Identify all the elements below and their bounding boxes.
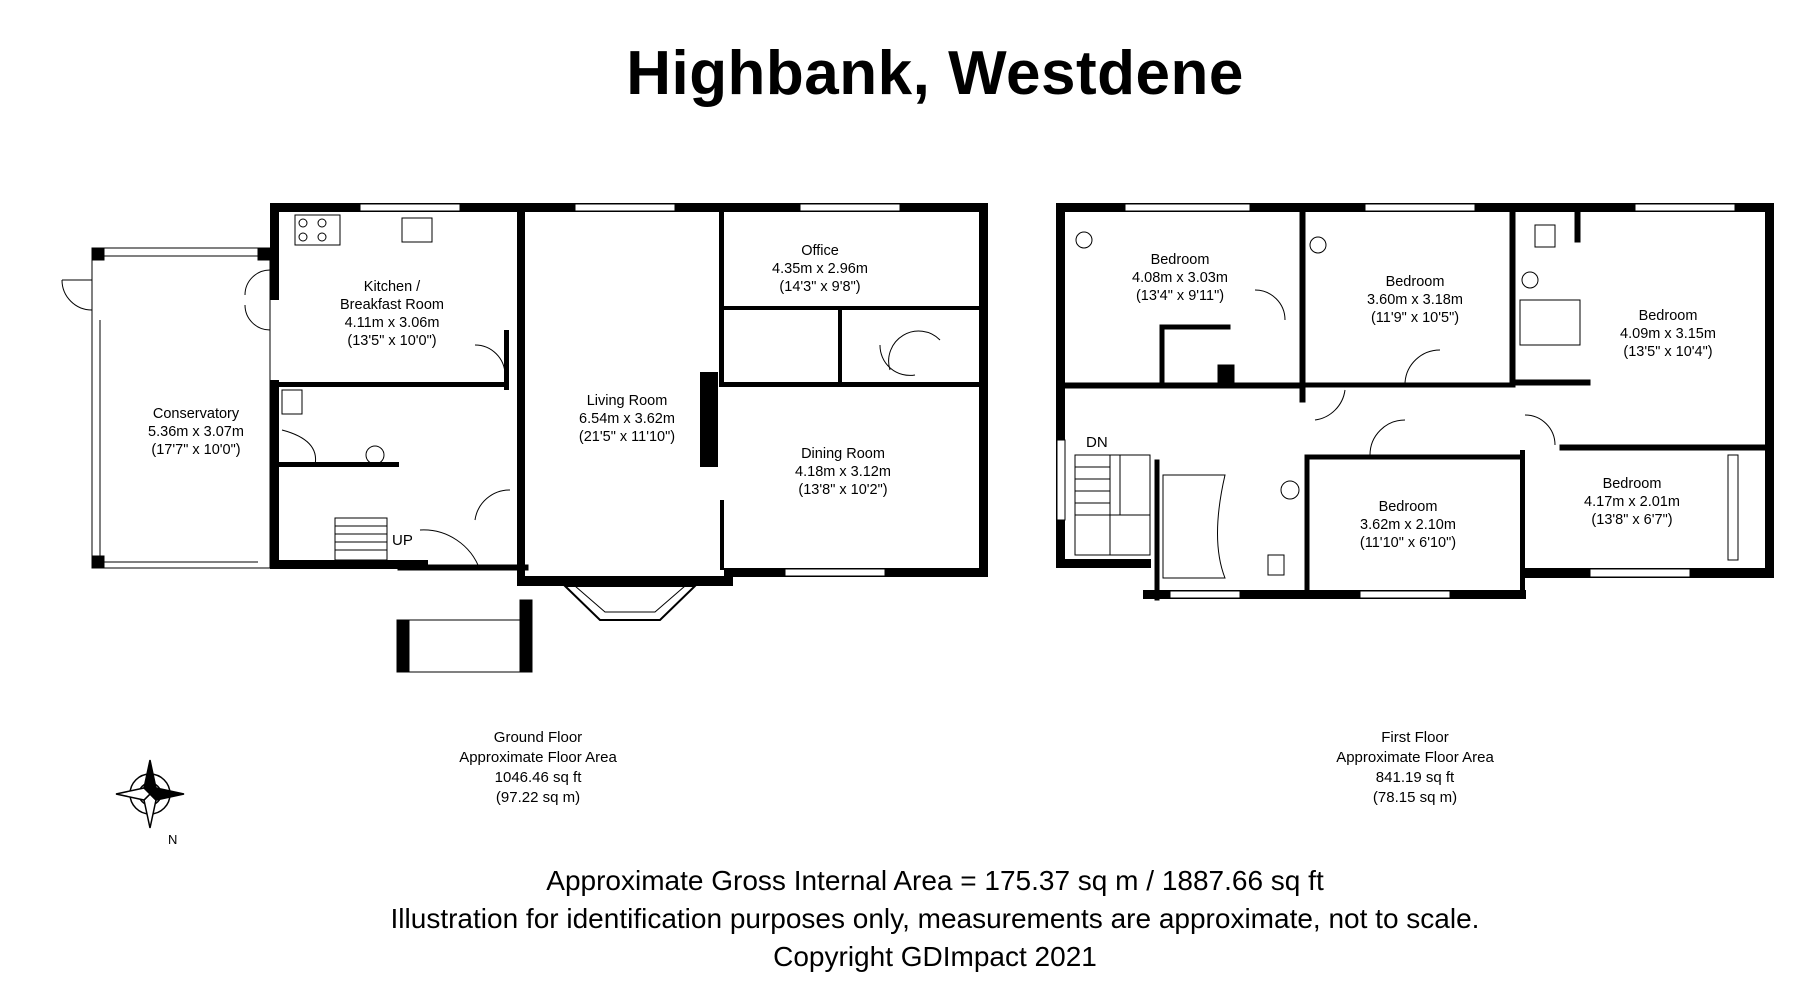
room-name: Bedroom [1602, 476, 1662, 492]
copyright-text: Copyright GDImpact 2021 [773, 941, 1097, 972]
stairs-down-label: DN [1086, 434, 1108, 451]
room-metric: 4.08m x 3.03m [1132, 270, 1228, 286]
room-name: Conservatory [152, 406, 240, 422]
area-sqft: 1046.46 sq ft [494, 769, 582, 786]
area-label: Approximate Floor Area [459, 749, 617, 766]
area-sqm: (97.22 sq m) [495, 789, 581, 806]
first-floor-plan [1056, 203, 1774, 601]
room-label-bedroom-4: Bedroom 3.62m x 2.10m (11'10" x 6'10") [1360, 498, 1456, 552]
room-label-bedroom-1: Bedroom 4.08m x 3.03m (13'4" x 9'11") [1132, 251, 1228, 305]
compass-north-label: N [168, 832, 178, 847]
room-metric: 6.54m x 3.62m [579, 411, 675, 427]
footer: Approximate Gross Internal Area = 175.37… [0, 862, 1816, 976]
room-name: Bedroom [1638, 308, 1698, 324]
room-name: Bedroom [1385, 274, 1445, 290]
room-label-dining: Dining Room 4.18m x 3.12m (13'8" x 10'2"… [795, 445, 891, 499]
room-name: Dining Room [801, 446, 885, 462]
room-name: Kitchen / [363, 279, 421, 295]
room-label-kitchen: Kitchen / Breakfast Room 4.11m x 3.06m (… [340, 278, 444, 350]
stairs-up-label: UP [392, 532, 413, 549]
room-imperial: (17'7" x 10'0") [151, 442, 241, 458]
room-label-bedroom-2: Bedroom 3.60m x 3.18m (11'9" x 10'5") [1367, 273, 1463, 327]
room-metric: 4.18m x 3.12m [795, 464, 891, 480]
room-imperial: (13'8" x 6'7") [1591, 512, 1673, 528]
room-name: Bedroom [1378, 499, 1438, 515]
floor-name: First Floor [1381, 729, 1449, 746]
room-label-living: Living Room 6.54m x 3.62m (21'5" x 11'10… [579, 392, 675, 446]
room-label-office: Office 4.35m x 2.96m (14'3" x 9'8") [772, 242, 868, 296]
room-metric: 3.62m x 2.10m [1360, 517, 1456, 533]
room-metric: 3.60m x 3.18m [1367, 292, 1463, 308]
room-imperial: (13'5" x 10'0") [347, 333, 437, 349]
area-sqm: (78.15 sq m) [1372, 789, 1458, 806]
ground-floor-info: Ground Floor Approximate Floor Area 1046… [459, 728, 617, 808]
room-imperial: (14'3" x 9'8") [779, 279, 861, 295]
room-imperial: (13'5" x 10'4") [1623, 344, 1713, 360]
area-label: Approximate Floor Area [1336, 749, 1494, 766]
disclaimer-text: Illustration for identification purposes… [390, 903, 1480, 934]
room-name-line2: Breakfast Room [340, 297, 444, 313]
room-imperial: (11'9" x 10'5") [1370, 310, 1460, 326]
room-name: Office [801, 243, 839, 259]
room-imperial: (13'8" x 10'2") [798, 482, 888, 498]
room-metric: 5.36m x 3.07m [148, 424, 244, 440]
first-floor-info: First Floor Approximate Floor Area 841.1… [1336, 728, 1494, 808]
room-metric: 4.35m x 2.96m [772, 261, 868, 277]
room-imperial: (13'4" x 9'11") [1135, 288, 1225, 304]
area-sqft: 841.19 sq ft [1375, 769, 1455, 786]
room-label-conservatory: Conservatory 5.36m x 3.07m (17'7" x 10'0… [148, 405, 244, 459]
room-label-bedroom-3: Bedroom 4.09m x 3.15m (13'5" x 10'4") [1620, 307, 1716, 361]
room-name: Bedroom [1150, 252, 1210, 268]
ground-floor-plan [61, 203, 988, 673]
gross-area-text: Approximate Gross Internal Area = 175.37… [546, 865, 1324, 896]
room-label-bedroom-5: Bedroom 4.17m x 2.01m (13'8" x 6'7") [1584, 475, 1680, 529]
room-name: Living Room [586, 393, 668, 409]
room-metric: 4.09m x 3.15m [1620, 326, 1716, 342]
floor-name: Ground Floor [493, 729, 583, 746]
compass-rose [115, 759, 185, 829]
room-metric: 4.11m x 3.06m [344, 315, 440, 331]
room-imperial: (11'10" x 6'10") [1359, 535, 1457, 551]
plan-title: Highbank, Westdene [626, 39, 1244, 108]
room-imperial: (21'5" x 11'10") [578, 429, 676, 445]
room-metric: 4.17m x 2.01m [1584, 494, 1680, 510]
